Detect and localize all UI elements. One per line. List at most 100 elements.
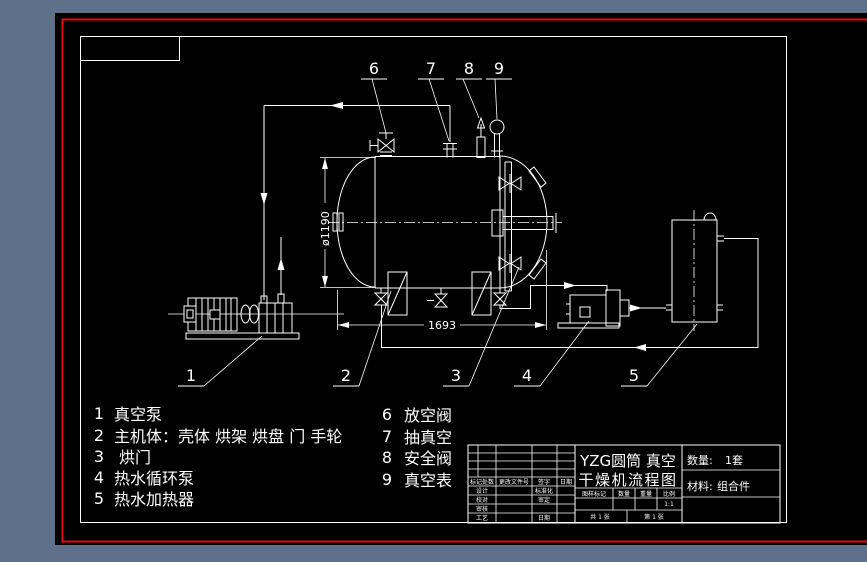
drawing-frame [80, 36, 787, 523]
title-block-revision-grid: 标记处数 更改文件号 签字 日期 设计 标准化 校对 审定 审核 工艺 日期 [468, 445, 575, 523]
hot-water-piping [381, 238, 759, 351]
vent-valve-6 [369, 132, 395, 156]
rev-header: 签字 [538, 478, 550, 486]
callout-2: 2 [333, 290, 392, 387]
legend-num: 4 [94, 468, 104, 487]
flow-arrow-right-icon [630, 304, 642, 312]
legend-label: 热水循环泵 [114, 469, 194, 488]
role-label: 审定 [538, 496, 550, 504]
callout-6: 6 [361, 59, 387, 134]
legend-num: 5 [94, 489, 104, 508]
door-clamp-top-icon [498, 174, 522, 193]
svg-text:6: 6 [369, 59, 379, 78]
legend-label: 烘门 [119, 448, 151, 467]
flow-arrow-right-icon [564, 282, 576, 289]
svg-text:4: 4 [522, 366, 532, 385]
legend-num: 2 [94, 426, 104, 445]
heater-dome-icon [703, 212, 717, 221]
drawing-title-line1: YZG圆筒 真空 [579, 452, 676, 470]
door-hinge-bottom-icon [528, 258, 547, 280]
spec-header: 数量 [618, 490, 630, 498]
callout-3: 3 [443, 266, 520, 387]
vacuum-port-7 [443, 143, 457, 158]
callout-4: 4 [514, 320, 590, 387]
flow-arrow-up-icon [277, 258, 285, 270]
spec-header: 图样标记 [582, 490, 606, 498]
vessel-right-head [499, 155, 548, 289]
rev-header: 日期 [560, 478, 572, 486]
cad-viewport[interactable] [55, 13, 867, 545]
legend-num: 9 [382, 470, 392, 489]
legend-num: 3 [94, 447, 104, 466]
material-value: 组合件 [717, 479, 750, 493]
flow-arrow-down-icon [260, 193, 268, 205]
svg-text:9: 9 [494, 59, 504, 78]
svg-text:7: 7 [426, 59, 436, 78]
role-label: 审核 [476, 505, 488, 513]
flow-arrow-left-icon [634, 344, 646, 351]
callout-8: 8 [456, 59, 482, 119]
sheet-number: 第 1 张 [644, 513, 664, 521]
spec-header: 重量 [640, 490, 652, 498]
frame-corner-box [80, 36, 180, 61]
legend-label: 真空泵 [114, 405, 162, 424]
rev-header: 更改文件号 [499, 478, 529, 486]
legend-num: 6 [382, 405, 392, 424]
pump-baseplate [185, 332, 300, 340]
sheet-total: 共 1 张 [590, 513, 610, 521]
legend-num: 7 [382, 427, 392, 446]
quantity-label: 数量: [687, 454, 713, 467]
legend-left: 1 真空泵 2 主机体：壳体 烘架 烘盘 门 手轮 3 烘门 4 热水循环泵 5… [94, 404, 342, 509]
left-nozzle-icon [332, 212, 338, 232]
drawing-title-line2: 干燥机流程图 [578, 471, 677, 489]
door-clamp-bottom-icon [498, 254, 522, 273]
rev-header: 标记处数 [470, 478, 494, 486]
callout-9: 9 [486, 59, 512, 120]
sheet-border-red [61, 18, 867, 543]
flow-arrow-left-icon [330, 102, 343, 109]
vacuum-piping [260, 102, 451, 300]
safety-valve-8 [476, 116, 486, 158]
title-block-title-area: YZG圆筒 真空 干燥机流程图 图样标记 数量 重量 比例 1:1 共 1 张 … [575, 452, 682, 523]
door-assembly [491, 161, 557, 292]
legend-label: 热水加热器 [114, 490, 194, 509]
role-label: 标准化 [535, 487, 553, 495]
pump-baseplate [557, 322, 620, 329]
role-label: 工艺 [476, 514, 488, 522]
legend-label: 放空阀 [404, 406, 452, 425]
callout-1: 1 [178, 335, 263, 387]
door-hinge-top-icon [528, 166, 547, 188]
svg-text:5: 5 [629, 366, 639, 385]
callout-5: 5 [621, 323, 698, 387]
handwheel-shaft [502, 216, 554, 230]
dim-length-label: 1693 [428, 319, 456, 332]
legend-right: 6 放空阀 7 抽真空 8 安全阀 9 真空表 [382, 405, 452, 490]
dim-diameter-label: ø1190 [319, 211, 332, 246]
legend-label: 抽真空 [404, 428, 452, 447]
dim-diameter: ø1190 [319, 157, 376, 288]
quantity-value: 1套 [725, 454, 743, 467]
support-right [471, 271, 492, 316]
legend-num: 8 [382, 448, 392, 467]
dim-length: 1693 [337, 250, 547, 332]
scale-value: 1:1 [664, 501, 674, 508]
callout-7: 7 [418, 59, 450, 142]
callouts: 1 2 3 4 5 6 7 [178, 59, 698, 387]
svg-text:1: 1 [186, 366, 196, 385]
svg-text:8: 8 [464, 59, 474, 78]
role-label: 校对 [476, 496, 488, 504]
title-block-material-area: 数量: 1套 材料: 组合件 [682, 454, 780, 498]
support-left [387, 271, 408, 316]
svg-text:3: 3 [451, 366, 461, 385]
hot-water-heater [666, 210, 724, 331]
title-block: 标记处数 更改文件号 签字 日期 设计 标准化 校对 审定 审核 工艺 日期 Y… [467, 444, 781, 524]
legend-label: 安全阀 [404, 449, 452, 468]
legend-label: 真空表 [404, 471, 452, 490]
vacuum-pump [168, 293, 344, 340]
legend-num: 1 [94, 404, 104, 423]
role-label: 设计 [476, 487, 488, 495]
material-label: 材料: [687, 479, 713, 493]
role-label: 日期 [538, 514, 550, 522]
spec-header: 比例 [663, 490, 675, 498]
